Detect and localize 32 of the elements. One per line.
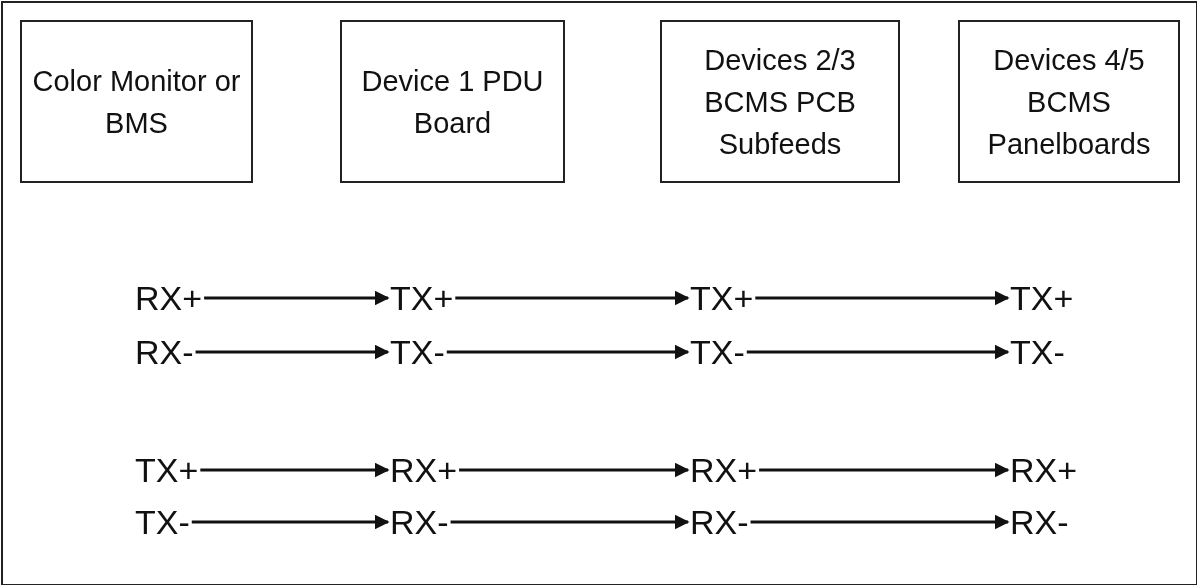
device-box: Devices 4/5 BCMS Panelboards [958,20,1180,183]
signal-label: TX+ [135,450,199,490]
arrow [200,462,390,478]
arrow [750,514,1010,530]
arrow [204,290,390,306]
signal-label: TX- [390,332,445,372]
signal-label: TX- [1010,332,1065,372]
device-box: Color Monitor or BMS [20,20,253,183]
signal-label: RX- [390,502,449,542]
arrow [450,514,690,530]
signal-label: TX+ [1010,278,1074,318]
arrow [459,462,690,478]
signal-label: RX+ [1010,450,1078,490]
signal-label: TX- [690,332,745,372]
signal-label: TX- [135,502,190,542]
arrow [755,290,1010,306]
arrow [746,344,1010,360]
signal-label: RX- [690,502,749,542]
signal-label: RX+ [135,278,203,318]
arrow [191,514,390,530]
arrow [455,290,690,306]
signal-label: RX+ [690,450,758,490]
signal-label: RX- [1010,502,1069,542]
signal-label: RX- [135,332,194,372]
device-box: Devices 2/3 BCMS PCB Subfeeds [660,20,900,183]
device-box: Device 1 PDU Board [340,20,565,183]
signal-label: TX+ [690,278,754,318]
arrow [759,462,1010,478]
signal-label: RX+ [390,450,458,490]
signal-label: TX+ [390,278,454,318]
arrow [446,344,690,360]
arrow [195,344,390,360]
